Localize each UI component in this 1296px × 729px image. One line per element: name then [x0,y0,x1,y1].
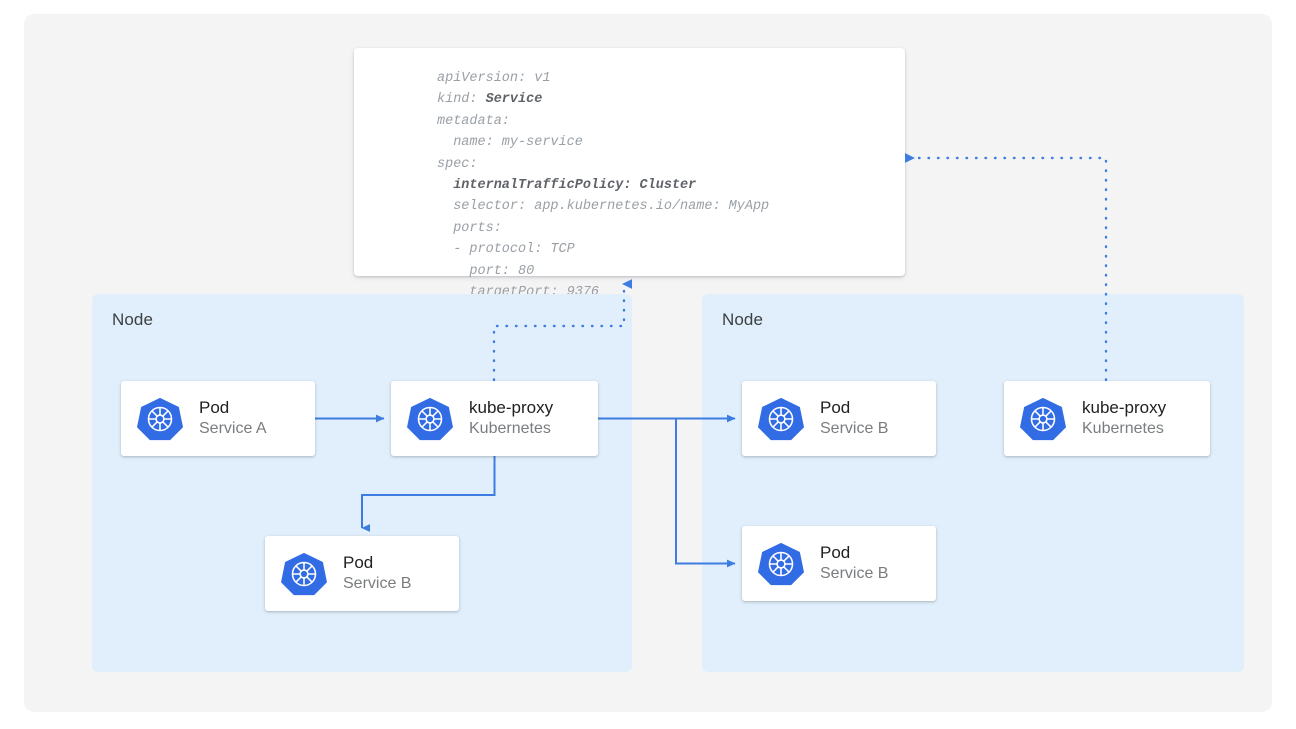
card-text: Pod Service B [820,397,888,439]
yaml-line-port: port: 80 [437,263,535,279]
kubernetes-icon [758,542,804,585]
yaml-line-spec: spec: [437,156,478,172]
card-subtitle: Service A [199,420,267,438]
card-subtitle: Service B [820,420,889,438]
card-title: Pod [820,398,851,418]
yaml-line-protocol: - protocol: TCP [437,242,575,258]
card-title: Pod [199,398,230,418]
card-text: kube-proxy Kubernetes [469,397,553,439]
kubernetes-icon [407,397,453,440]
card-pod-service-b-bottom[interactable]: Pod Service B [742,526,936,601]
yaml-line-selector: selector: app.kubernetes.io/name: MyApp [437,199,770,215]
kubernetes-icon [1020,397,1066,440]
card-subtitle: Kubernetes [1082,420,1164,438]
yaml-line-apiversion: apiVersion: v1 [437,71,551,86]
node-container-left: Node [92,294,632,672]
card-title: kube-proxy [469,398,554,418]
card-subtitle: Kubernetes [469,420,551,438]
node-label-right: Node [722,310,764,329]
card-text: kube-proxy Kubernetes [1082,397,1166,439]
card-pod-service-b-local[interactable]: Pod Service B [265,536,459,611]
card-pod-service-a[interactable]: Pod Service A [121,381,315,456]
card-subtitle: Service B [820,565,889,583]
kubernetes-icon [281,552,327,595]
card-kube-proxy-left[interactable]: kube-proxy Kubernetes [391,381,598,456]
yaml-line-internaltrafficpolicy: internalTrafficPolicy: Cluster [453,178,697,194]
card-kube-proxy-right[interactable]: kube-proxy Kubernetes [1004,381,1210,456]
node-label-left: Node [112,310,154,329]
kubernetes-icon [758,397,804,440]
yaml-line-name: name: my-service [437,135,583,151]
service-manifest-code: apiVersion: v1 kind: Service metadata: n… [437,68,769,303]
card-title: kube-proxy [1082,398,1167,418]
card-text: Pod Service B [820,542,888,584]
yaml-line-ports: ports: [437,220,502,236]
yaml-line-kind: kind: Service [437,92,543,108]
diagram-canvas: apiVersion: v1 kind: Service metadata: n… [24,14,1272,712]
card-pod-service-b-top[interactable]: Pod Service B [742,381,936,456]
card-subtitle: Service B [343,575,412,593]
card-title: Pod [343,553,374,573]
kubernetes-icon [137,397,183,440]
card-title: Pod [820,543,851,563]
card-text: Pod Service A [199,397,267,439]
card-text: Pod Service B [343,552,411,594]
node-container-right: Node [702,294,1244,672]
service-manifest-card: apiVersion: v1 kind: Service metadata: n… [354,48,905,300]
yaml-line-metadata: metadata: [437,113,510,129]
